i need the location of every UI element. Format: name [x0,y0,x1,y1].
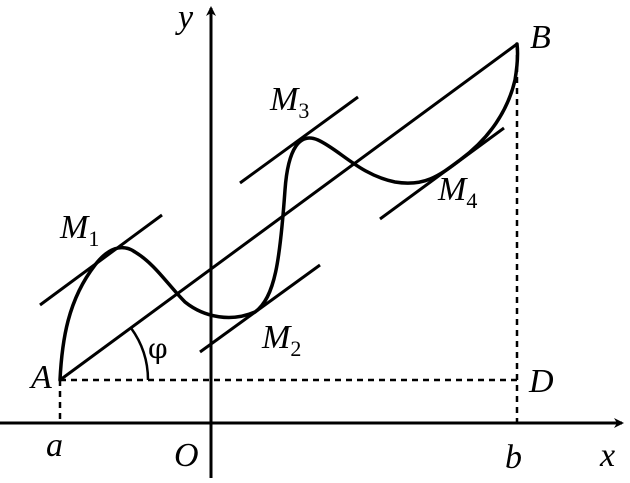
M4-subscript: 4 [466,188,477,213]
tangent-line-M3 [239,95,359,185]
angle-label-phi: φ [148,332,168,365]
point-label-M3: M3 [269,81,309,123]
chord-AB [59,42,518,382]
origin-label: O [174,437,199,474]
tick-label-b: b [505,439,522,476]
angle-arc [129,327,150,381]
M2-subscript: 2 [290,336,301,361]
curve [58,42,520,382]
point-label-D: D [528,363,554,400]
point-label-B: B [530,19,551,56]
point-label-M1: M1 [59,209,99,251]
M4-letter: M [437,171,468,208]
point-label-A: A [29,359,52,396]
point-label-M4: M4 [437,171,477,213]
M3-subscript: 3 [298,98,309,123]
M2-letter: M [261,319,292,356]
y-axis-label: y [175,0,194,36]
tick-label-a: a [46,427,63,464]
M1-subscript: 1 [88,226,99,251]
x-axis-label: x [599,437,615,474]
point-label-M2: M2 [261,319,301,361]
M3-letter: M [269,81,300,118]
M1-letter: M [59,209,90,246]
